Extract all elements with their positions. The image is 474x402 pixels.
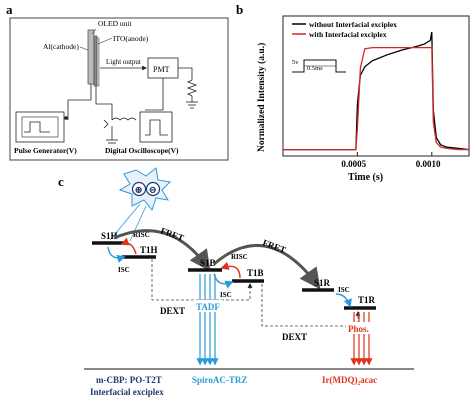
inset-pulse xyxy=(292,59,346,73)
anode-pointer xyxy=(97,37,113,45)
coil xyxy=(111,117,137,121)
oscilloscope-box xyxy=(139,111,173,143)
panel-label-a: a xyxy=(6,2,13,17)
blue-dopant-label: SpiroAC-TRZ xyxy=(192,375,247,385)
hole-icon xyxy=(131,181,147,197)
fret-label-2: FRET xyxy=(261,237,287,255)
light-output-label: Light output xyxy=(106,58,141,66)
risc-label-1: RISC xyxy=(133,231,150,239)
oled-pointer xyxy=(91,28,97,35)
label-s1h: S1H xyxy=(101,231,118,241)
panel-label-b: b xyxy=(236,2,243,17)
label-t1h: T1H xyxy=(140,245,158,255)
panel-b: b Normalized Intensity (a.u.) Time (s) 0… xyxy=(236,2,470,183)
legend-label-with: with Interfacial exciplex xyxy=(309,30,387,39)
glass-layer xyxy=(96,37,100,87)
isc-arrow-3 xyxy=(335,293,352,308)
oled-layer xyxy=(87,29,95,85)
risc-arrow-2 xyxy=(220,261,241,279)
wire-cathode xyxy=(67,84,92,120)
label-t1b: T1B xyxy=(247,268,264,278)
fret-label-1: FRET xyxy=(159,225,185,243)
isc-arrow-1 xyxy=(107,246,126,263)
fret-arrow-1 xyxy=(113,229,211,272)
tadf-label: TADF xyxy=(196,302,220,312)
electron-icon xyxy=(145,181,161,197)
x-tick-label: 0.0010 xyxy=(416,159,441,169)
plot-frame xyxy=(282,15,470,157)
inset-width: 0.5ms xyxy=(307,65,323,72)
isc-label-3: ISC xyxy=(338,286,350,294)
coil-arrow xyxy=(103,119,109,129)
anode-label: ITO(anode) xyxy=(113,34,149,43)
y-axis-label: Normalized Intensity (a.u.) xyxy=(256,43,267,152)
minus-icon: ⊖ xyxy=(149,185,157,196)
phos-label: Phos. xyxy=(348,324,369,334)
x-ticks: 0.0005 0.0010 xyxy=(341,152,441,169)
series-group xyxy=(283,31,470,151)
oscilloscope-label: Digital Oscilloscope(V) xyxy=(105,146,179,155)
label-t1r: T1R xyxy=(358,295,376,305)
isc-label-1: ISC xyxy=(118,266,130,274)
wire-pmt xyxy=(145,78,164,111)
pulse-generator-label: Pulse Generator(V) xyxy=(14,146,77,155)
host-label-1: m-CBP: PO-T2T xyxy=(96,375,162,385)
fret-arrow-2 xyxy=(213,243,321,290)
oscilloscope-waveform-icon xyxy=(145,119,168,136)
dext-label-2: DEXT xyxy=(282,332,307,342)
panel-c: c ⊕ ⊖ S1H T1H RISC ISC FRET S1B T1B RISC… xyxy=(58,167,414,397)
panel-a: a OLED unit Al(cathode) ITO(anode) Light… xyxy=(6,2,229,161)
x-tick-label: 0.0005 xyxy=(341,159,366,169)
panel-label-c: c xyxy=(58,174,64,189)
red-dopant-label: Ir(MDQ)₂acac xyxy=(322,375,377,385)
source-ray-1 xyxy=(109,203,141,241)
dext-label-1: DEXT xyxy=(160,306,185,316)
risc-label-2: RISC xyxy=(231,253,248,261)
pmt-label: PMT xyxy=(153,65,170,74)
source-ray-2 xyxy=(129,205,147,242)
isc-arrow-2 xyxy=(213,273,234,289)
phos-label-bg xyxy=(346,322,378,334)
cathode-label: Al(cathode) xyxy=(43,42,79,51)
label-s1r: S1R xyxy=(314,278,331,288)
pmt-resistor xyxy=(178,67,198,102)
series-line-0 xyxy=(283,31,470,151)
isc-label-2: ISC xyxy=(220,291,232,299)
pulse-generator-screen xyxy=(21,116,59,138)
inset-voltage: 5v xyxy=(292,59,299,66)
oled-unit-label: OLED unit xyxy=(98,19,132,28)
legend-label-without: without Interfacial exciplex xyxy=(309,20,397,29)
host-label-2: Interfacial exciplex xyxy=(90,387,164,397)
pulse-waveform-icon xyxy=(24,121,50,133)
x-axis-label: Time (s) xyxy=(348,172,383,183)
risc-arrow-1 xyxy=(120,237,137,255)
ito-layer xyxy=(93,35,98,87)
pulse-terminal xyxy=(64,116,68,120)
cathode-pointer xyxy=(79,46,89,51)
label-s1b: S1B xyxy=(200,258,216,268)
series-line-1 xyxy=(283,46,469,151)
tadf-label-bg xyxy=(193,300,223,312)
dext-path-2 xyxy=(261,284,361,327)
wire-anode xyxy=(95,86,113,120)
plus-icon: ⊕ xyxy=(135,185,143,196)
